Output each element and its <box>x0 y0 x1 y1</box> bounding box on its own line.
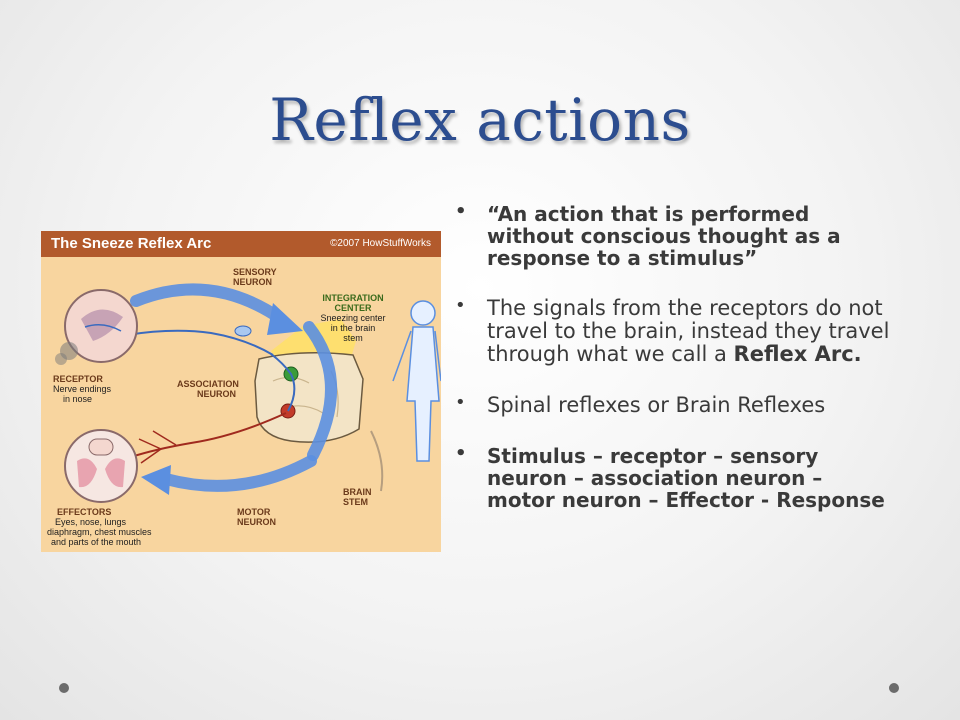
bullet-list: “An action that is performed without con… <box>455 202 895 539</box>
diagram-title: The Sneeze Reflex Arc <box>51 235 212 252</box>
bullet-pathway: Stimulus – receptor – sensory neuron – a… <box>455 444 895 511</box>
diagram-header: The Sneeze Reflex Arc ©2007 HowStuffWork… <box>41 231 441 257</box>
diagram-copyright: ©2007 HowStuffWorks <box>330 238 431 249</box>
diagram-illustration <box>55 283 441 503</box>
descending-flow-arrow <box>303 321 337 461</box>
brain-stem <box>254 352 364 443</box>
motor-flow-arrow <box>160 455 317 492</box>
corner-dot-left <box>59 683 69 693</box>
bullet-reflex-arc: The signals from the receptors do not tr… <box>455 296 895 367</box>
sneeze-reflex-arc-diagram: The Sneeze Reflex Arc ©2007 HowStuffWork… <box>41 231 441 552</box>
corner-dot-right <box>889 683 899 693</box>
human-nervous-system-figure <box>392 300 441 462</box>
sensory-neuron-body <box>234 325 252 337</box>
bullet-reflex-arc-text: The signals from the receptors do not tr… <box>487 296 890 367</box>
receptor-label: RECEPTOR Nerve endings in nose <box>53 374 112 404</box>
bullet-reflex-arc-term: Reflex Arc. <box>733 342 862 367</box>
sensory-flow-arrow <box>130 283 287 325</box>
bullet-definition: “An action that is performed without con… <box>455 202 895 269</box>
slide-title: Reflex actions <box>269 86 691 154</box>
effectors-label: EFFECTORS Eyes, nose, lungs diaphragm, c… <box>47 507 152 547</box>
integration-center-label: INTEGRATION CENTER Sneezing center in th… <box>320 293 386 343</box>
bullet-spinal-brain: Spinal reflexes or Brain Reflexes <box>455 393 895 417</box>
motor-nerve <box>130 412 287 458</box>
